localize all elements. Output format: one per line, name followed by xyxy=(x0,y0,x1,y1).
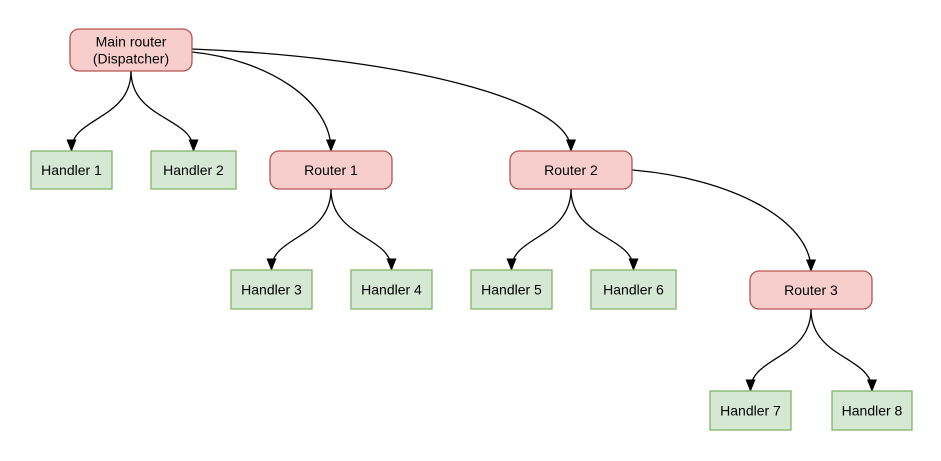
node-handler-3: Handler 3 xyxy=(230,269,313,310)
node-handler-7-label: Handler 7 xyxy=(720,403,781,419)
node-router-2-box xyxy=(509,150,633,190)
node-router-3: Router 3 xyxy=(749,270,873,310)
edge-router-1-to-handler-4 xyxy=(330,188,392,269)
node-router-3-label: Router 3 xyxy=(784,282,838,298)
node-handler-7-box xyxy=(709,390,792,431)
node-main-router-box xyxy=(69,28,193,72)
edge-router-2-to-handler-5 xyxy=(512,188,572,269)
node-handler-1-label: Handler 1 xyxy=(41,162,102,178)
edge-router-2-to-router-3 xyxy=(631,169,811,270)
node-handler-4-label: Handler 4 xyxy=(361,282,422,298)
node-handler-2-label: Handler 2 xyxy=(163,162,224,178)
node-router-1: Router 1 xyxy=(269,150,393,190)
node-handler-4: Handler 4 xyxy=(350,269,433,310)
node-handler-5-box xyxy=(470,269,553,310)
node-handler-3-box xyxy=(230,269,313,310)
node-handler-5: Handler 5 xyxy=(470,269,553,310)
node-router-3-box xyxy=(749,270,873,310)
node-handler-6-box xyxy=(590,269,677,310)
edge-router-2-to-handler-6 xyxy=(570,188,634,269)
node-main-router: Main router(Dispatcher) xyxy=(69,28,193,72)
node-main-router-label: Main router xyxy=(96,34,167,50)
edge-router-3-to-handler-7 xyxy=(751,308,812,390)
node-handler-8: Handler 8 xyxy=(831,390,913,431)
node-handler-8-box xyxy=(831,390,913,431)
node-handler-3-label: Handler 3 xyxy=(241,282,302,298)
node-handler-6-label: Handler 6 xyxy=(603,282,664,298)
node-handler-5-label: Handler 5 xyxy=(481,282,542,298)
node-handler-4-box xyxy=(350,269,433,310)
node-handler-8-label: Handler 8 xyxy=(842,403,903,419)
node-handler-6: Handler 6 xyxy=(590,269,677,310)
edge-router-3-to-handler-8 xyxy=(810,308,872,390)
node-router-1-box xyxy=(269,150,393,190)
node-handler-2: Handler 2 xyxy=(150,150,237,190)
node-router-2: Router 2 xyxy=(509,150,633,190)
node-handler-7: Handler 7 xyxy=(709,390,792,431)
edge-main-router-to-router-1 xyxy=(191,51,331,150)
node-main-router-label: (Dispatcher) xyxy=(93,51,169,67)
edge-router-1-to-handler-3 xyxy=(272,188,332,269)
edge-main-router-to-router-2 xyxy=(191,48,571,150)
node-handler-1: Handler 1 xyxy=(30,150,113,190)
node-router-2-label: Router 2 xyxy=(544,162,598,178)
edge-main-router-to-handler-2 xyxy=(130,70,194,150)
edge-main-router-to-handler-1 xyxy=(72,70,132,150)
node-handler-1-box xyxy=(30,150,113,190)
node-router-1-label: Router 1 xyxy=(304,162,358,178)
node-handler-2-box xyxy=(150,150,237,190)
